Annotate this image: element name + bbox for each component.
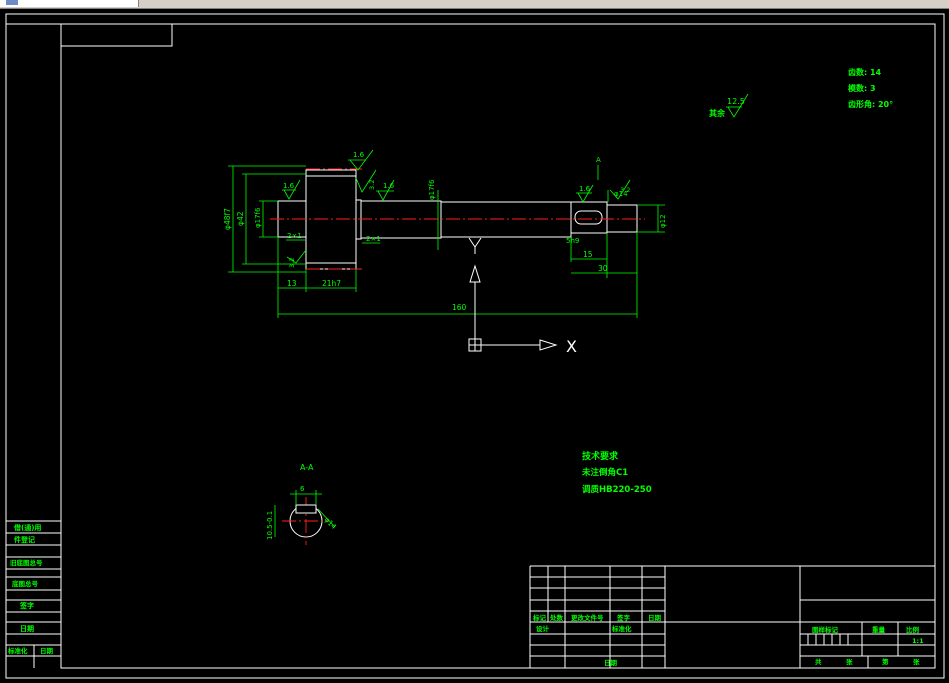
dim-phi17f6-left: φ17f6 [254, 207, 262, 228]
dimensions: φ48f7 φ42 φ17f6 φ17f6 φ12 φ14 13 [223, 149, 667, 318]
left-strip-labels: 借(通)用 件登记 旧底图总号 底图总号 签字 日期 标准化 日期 [7, 523, 54, 655]
strip-label-sign: 签字 [19, 601, 34, 610]
tb-change-doc: 更改文件号 [571, 613, 604, 622]
shaft-main-view [270, 168, 645, 270]
window-tab-strip [0, 0, 949, 9]
section-mark-a: A [596, 156, 601, 164]
tb-sheet-unit: 张 [846, 657, 853, 666]
strip-label-date: 日期 [20, 624, 34, 633]
tb-sign: 签字 [616, 613, 631, 622]
dim-groove-mid: 2×1 [366, 235, 381, 243]
remaining-label: 其余 [709, 108, 726, 118]
rough-1-6-b: 1.6 [353, 151, 365, 159]
dim-13: 13 [287, 279, 297, 288]
ucs-axis-icon: X [468, 237, 577, 356]
tb-weight-label: 重量 [872, 625, 886, 634]
drawing-frame [5, 13, 945, 679]
gear-teeth: 齿数: 14 [848, 67, 882, 77]
section-label: A-A [300, 463, 314, 472]
dim-groove-left: 2×1 [287, 232, 302, 240]
section-dim-10-5: 10.5-0.1 [266, 511, 274, 540]
tech-req-line2: 调质HB220-250 [582, 484, 652, 495]
tech-req-line1: 未注倒角C1 [581, 467, 628, 478]
rough-3-2-c: 3.2 [620, 186, 630, 194]
strip-label-old-base: 旧底图总号 [10, 558, 43, 567]
tb-standard: 标准化 [611, 624, 632, 633]
tb-mark: 标记 [532, 613, 547, 622]
tb-sheet-no: 第 [882, 657, 889, 666]
gear-pressure-angle: 齿形角: 20° [848, 99, 893, 109]
strip-label-standard: 标准化 [7, 646, 28, 655]
dim-30: 30 [598, 264, 608, 273]
remaining-value: 12.5 [727, 97, 745, 106]
rough-1-6-a: 1.6 [283, 182, 295, 190]
tb-date: 日期 [648, 613, 662, 622]
tech-req-title: 技术要求 [582, 450, 619, 462]
document-tab[interactable] [0, 0, 139, 7]
dim-phi48f7: φ48f7 [223, 208, 232, 230]
tb-scale-value: 1:1 [912, 637, 924, 645]
technical-requirements: 技术要求 未注倒角C1 调质HB220-250 [581, 450, 652, 495]
dim-key-width: 5h9 [566, 237, 579, 245]
tb-date-bottom: 日期 [604, 658, 618, 667]
dim-phi12: φ12 [659, 214, 667, 228]
tb-scale-label: 比例 [906, 625, 920, 634]
dim-15: 15 [583, 250, 593, 259]
section-dim-phi14: φ14 [323, 516, 339, 532]
rough-3-2-a: 3.2 [368, 180, 376, 190]
dim-phi17f6-mid: φ17f6 [428, 179, 436, 200]
rough-1-6-c: 1.6 [383, 182, 395, 190]
tb-sheet-unit2: 张 [913, 657, 920, 666]
strip-label-borrow: 借(通)用 [13, 523, 41, 532]
strip-label-base: 底图总号 [12, 579, 39, 588]
dim-phi42: φ42 [236, 211, 245, 226]
tb-design: 设计 [536, 624, 550, 633]
rough-1-6-d: 1.6 [579, 185, 591, 193]
gear-module: 模数: 3 [848, 83, 876, 93]
section-view-a-a: A-A 6 10.5-0.1 φ14 [266, 463, 338, 545]
tb-sheet-total: 共 [815, 657, 822, 666]
dim-21h7: 21h7 [322, 279, 341, 288]
title-block: 标记 处数 更改文件号 签字 日期 设计 标准化 日期 图样标记 重量 比例 1… [529, 565, 935, 668]
strip-label-date2: 日期 [40, 646, 54, 655]
axis-x-label: X [566, 337, 577, 356]
gear-parameters: 齿数: 14 模数: 3 齿形角: 20° [848, 67, 893, 109]
tb-stage-label: 图样标记 [812, 625, 839, 634]
dim-160: 160 [452, 303, 467, 312]
rough-3-2-b: 3.2 [288, 258, 296, 268]
document-icon [6, 0, 18, 5]
section-dim-6: 6 [300, 485, 305, 493]
remaining-roughness: 其余 12.5 [709, 93, 749, 118]
tb-count: 处数 [549, 613, 564, 622]
strip-label-register: 件登记 [14, 535, 35, 544]
